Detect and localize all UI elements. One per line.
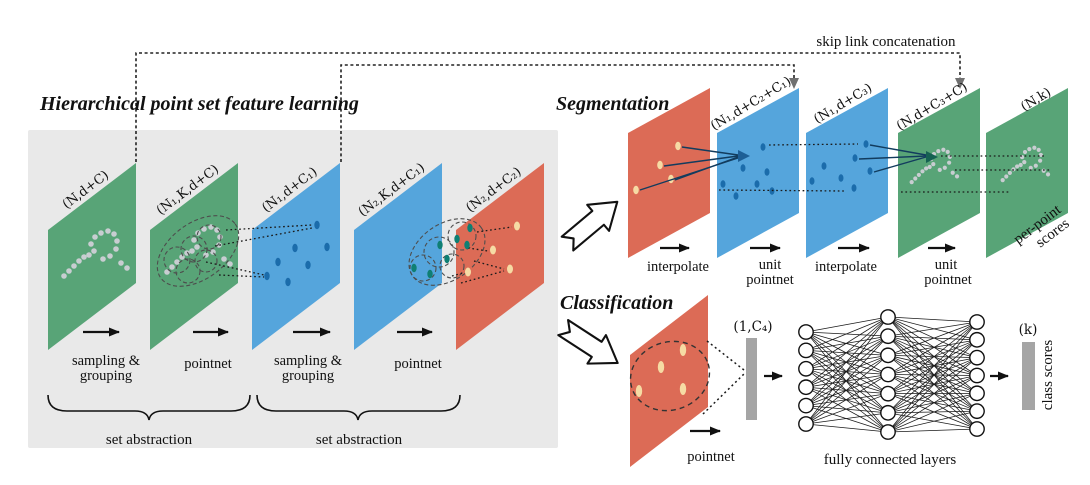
seg-plane-source [628,88,710,258]
skip-link-lines [135,52,965,162]
step-label: grouping [282,368,334,384]
grouping-circles-1 [156,215,240,287]
input-point-cloud [61,228,130,279]
set-abstraction-braces [47,394,461,421]
plane-input [48,163,136,350]
grouped-centroids-2 [411,223,473,279]
step-label: interpolate [647,259,709,275]
class-scores-vector-label: (k) [1019,322,1038,338]
plane-abstracted-1 [252,163,340,350]
hierarchy-step-labels: sampling & grouping pointnet sampling & … [72,353,442,384]
hierarchy-title: Hierarchical point set feature learning [39,93,359,115]
segmentation-planes [628,88,1068,258]
seg-plane-full-2 [986,88,1068,258]
grouping-circles-2 [408,218,486,286]
segmentation-title: Segmentation [556,93,669,115]
correspondence-dotted-lines [718,143,1050,193]
step-label: pointnet [394,356,442,372]
feature-vector-label: (1,C₄) [733,319,772,335]
step-label: unit [935,257,958,273]
seg-pointcloud-2 [1000,145,1051,183]
sampled-centroids-1 [264,220,330,287]
hierarchy-planes [48,163,544,350]
interpolation-lines-1 [639,146,750,191]
class-cone-lines [702,340,745,415]
seg-interp-points-1 [720,143,775,200]
class-plane-source [630,295,708,467]
step-label: interpolate [815,259,877,275]
skip-arrowhead-icon [955,78,965,89]
step-label: unit [759,257,782,273]
step-label: pointnet [746,272,794,288]
plane-grouped-2 [354,163,442,350]
step-label: pointnet [924,272,972,288]
class-source-points [635,344,687,397]
grouping-cone-lines-1 [205,224,313,278]
step-label: sampling & [72,353,141,369]
interpolation-lines-2 [858,144,938,173]
segmentation-flow-arrow-icon [560,200,619,252]
seg-plane-interp-2 [806,88,888,258]
skip-arrowhead-icon [789,78,799,89]
set-abstraction-label: set abstraction [316,432,403,448]
plane-abstracted-2 [456,163,544,350]
seg-interp-points-2 [809,140,873,192]
classification-title: Classification [560,292,673,314]
fc-label: fully connected layers [824,452,957,468]
plane-grouped-1 [150,163,238,350]
grouping-cone-lines-2 [451,226,513,284]
step-label: grouping [80,368,132,384]
class-grouping-ellipse [629,340,711,412]
seg-plane-interp-1 [717,88,799,258]
skip-link-label: skip link concatenation [816,34,956,50]
class-scores-label: class scores [1040,340,1056,411]
feature-vector-bar [746,338,757,420]
segmentation-step-labels: interpolate unit pointnet interpolate un… [647,257,972,288]
seg-plane-full-1 [898,88,980,258]
classification-flow-arrow-icon [557,318,619,365]
fully-connected-network [798,309,985,440]
abstracted-points-2 [465,221,520,277]
step-label: sampling & [274,353,343,369]
set-abstraction-label: set abstraction [106,432,193,448]
seg-source-points [633,141,681,195]
class-scores-bar [1022,342,1035,410]
step-label: pointnet [184,356,232,372]
class-pointnet-label: pointnet [687,449,735,465]
